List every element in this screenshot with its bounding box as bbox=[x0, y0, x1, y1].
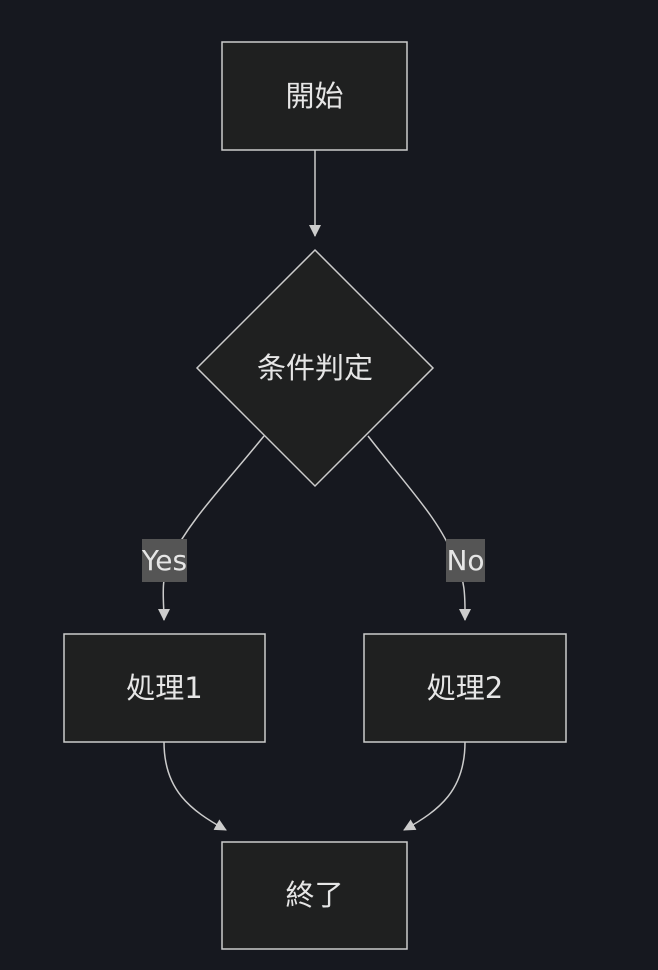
edge-process1-to-end bbox=[163, 741, 227, 831]
node-process2-label: 処理2 bbox=[427, 671, 503, 705]
node-start-label: 開始 bbox=[285, 79, 343, 113]
edge-label-no: No bbox=[446, 539, 485, 582]
edge-label-no-text: No bbox=[446, 544, 484, 577]
node-end-label: 終了 bbox=[285, 878, 343, 912]
node-start: 開始 bbox=[221, 41, 408, 151]
node-decision-label: 条件判定 bbox=[257, 351, 373, 385]
node-process2: 処理2 bbox=[363, 633, 567, 743]
edge-decision-to-process2 bbox=[367, 435, 472, 621]
edge-decision-to-process1 bbox=[157, 435, 265, 621]
node-end: 終了 bbox=[221, 841, 408, 950]
node-process1-label: 処理1 bbox=[126, 671, 202, 705]
node-decision: 条件判定 bbox=[195, 248, 435, 488]
edge-label-yes: Yes bbox=[141, 539, 187, 582]
edge-process2-to-end bbox=[403, 741, 466, 831]
edge-label-yes-text: Yes bbox=[141, 544, 187, 577]
node-process1: 処理1 bbox=[63, 633, 266, 743]
